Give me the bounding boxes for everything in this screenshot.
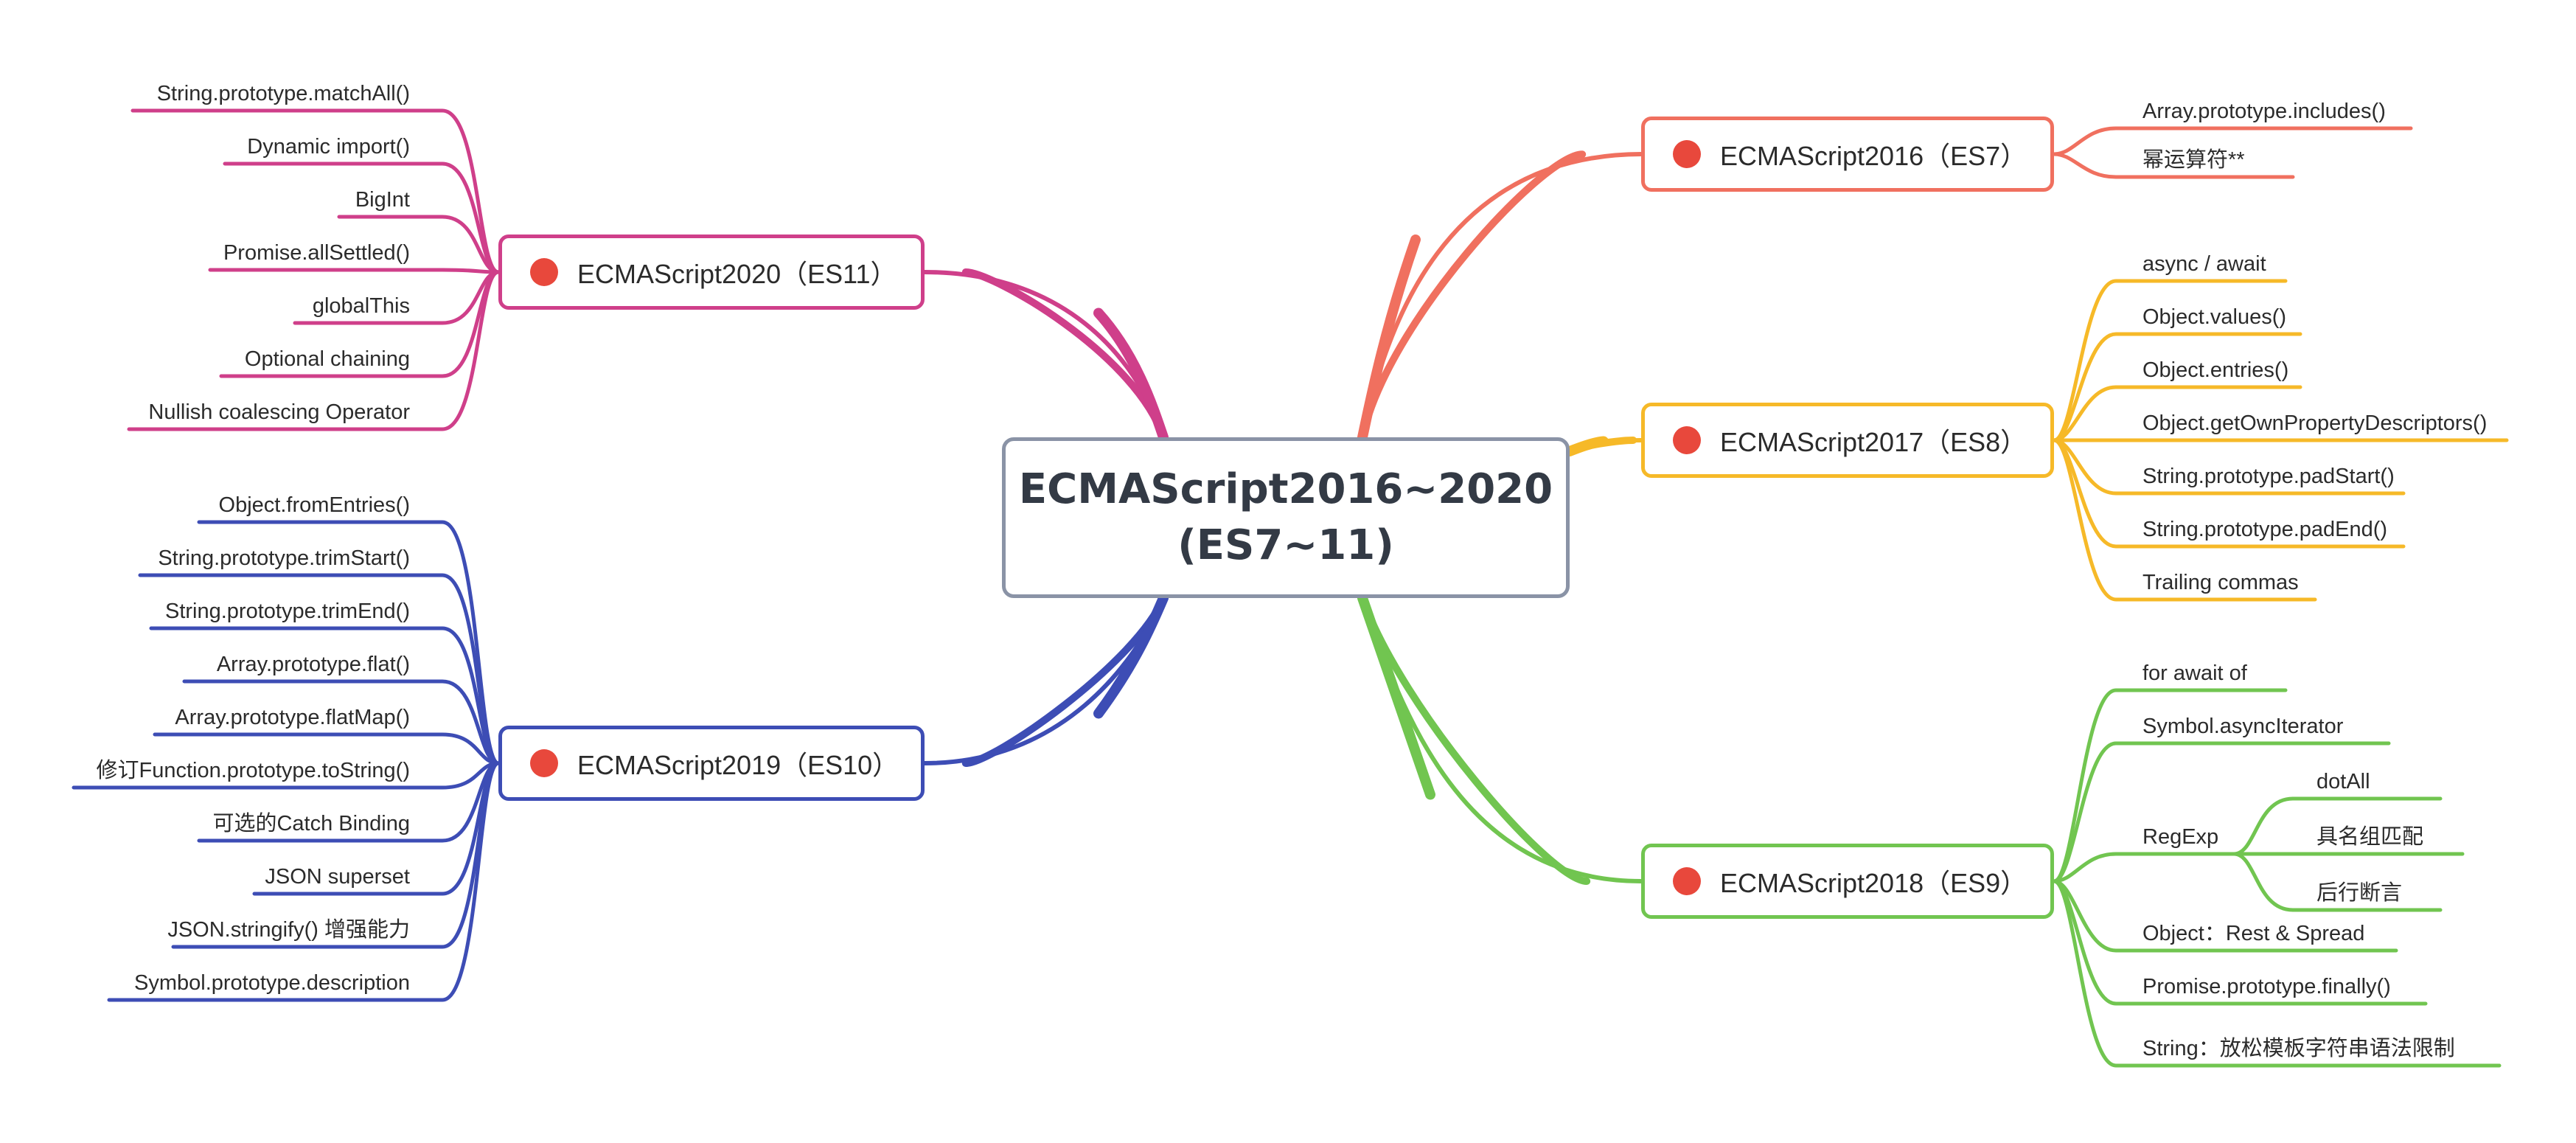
flag-icon xyxy=(504,240,558,286)
es10-leaf-line-2 xyxy=(149,626,501,765)
es9-leaf-5[interactable]: String：放松模板字符串语法限制 xyxy=(2142,1037,2455,1060)
branch-title: ECMAScript2016（ES7） xyxy=(1720,141,2027,171)
es10-leaf-8[interactable]: JSON.stringify() 增强能力 xyxy=(167,918,410,942)
branch-es11[interactable]: ECMAScript2020（ES11） xyxy=(498,234,925,310)
branch-title: ECMAScript2018（ES9） xyxy=(1720,868,2027,898)
es8-leaf-4[interactable]: String.prototype.padStart() xyxy=(2142,465,2395,488)
es7-leaf-line-1 xyxy=(2052,152,2295,179)
branch-title: ECMAScript2020（ES11） xyxy=(577,259,897,289)
es11-leaf-6[interactable]: Nullish coalescing Operator xyxy=(148,400,410,424)
es11-leaf-5[interactable]: Optional chaining xyxy=(244,347,410,371)
regexp-leaf-line-2 xyxy=(2232,852,2443,912)
branch-title: ECMAScript2019（ES10） xyxy=(577,750,899,780)
es11-leaf-line-2 xyxy=(337,215,501,274)
branch-es8[interactable]: ECMAScript2017（ES8） xyxy=(1641,403,2054,478)
es8-leaf-0[interactable]: async / await xyxy=(2142,252,2266,276)
es11-leaf-0[interactable]: String.prototype.matchAll() xyxy=(156,82,410,105)
es10-leaf-5[interactable]: 修订Function.prototype.toString() xyxy=(96,759,410,782)
es10-leaf-line-3 xyxy=(182,679,501,765)
es9-leaf-3[interactable]: Object：Rest & Spread xyxy=(2142,922,2365,945)
trunk-es9-thick xyxy=(1359,594,1591,885)
es9-leaf-line-2 xyxy=(2052,852,2236,883)
trunk-es8-thicker xyxy=(1564,436,1609,456)
trunk-es7 xyxy=(1360,152,1643,440)
regexp-leaf-line-0 xyxy=(2232,796,2443,856)
trunk-es7-thick xyxy=(1359,150,1587,441)
es7-leaf-0[interactable]: Array.prototype.includes() xyxy=(2142,100,2386,123)
es11-leaf-line-6 xyxy=(127,270,501,431)
flag-icon xyxy=(1647,122,1701,168)
trunk-es10 xyxy=(922,596,1166,765)
es9-leaf-line-1 xyxy=(2052,741,2391,883)
es11-leaf-2[interactable]: BigInt xyxy=(355,188,410,212)
es10-leaf-2[interactable]: String.prototype.trimEnd() xyxy=(164,600,410,623)
trunk-es7-thicker xyxy=(1357,234,1421,442)
es9-leaf-line-5 xyxy=(2052,879,2502,1068)
es10-leaf-4[interactable]: Array.prototype.flatMap() xyxy=(175,706,410,729)
es8-leaf-2[interactable]: Object.entries() xyxy=(2142,358,2289,382)
es11-leaf-4[interactable]: globalThis xyxy=(312,294,410,318)
es9-leaf-4[interactable]: Promise.prototype.finally() xyxy=(2142,975,2391,998)
es10-leaf-line-4 xyxy=(153,732,501,765)
es8-leaf-line-1 xyxy=(2052,332,2302,442)
es10-leaf-6[interactable]: 可选的Catch Binding xyxy=(212,812,410,835)
central-topic-line2: (ES7~11) xyxy=(1177,521,1394,569)
es8-leaf-line-6 xyxy=(2052,438,2317,602)
es9-leaf-0[interactable]: for await of xyxy=(2142,661,2247,685)
es10-leaf-3[interactable]: Array.prototype.flat() xyxy=(216,653,410,676)
es10-leaf-7[interactable]: JSON superset xyxy=(265,865,410,889)
flag-icon xyxy=(1647,409,1701,454)
es8-leaf-line-2 xyxy=(2052,385,2302,442)
trunk-es10-thicker xyxy=(1093,593,1169,719)
es11-leaf-1[interactable]: Dynamic import() xyxy=(247,135,410,159)
es11-leaf-line-1 xyxy=(223,161,501,274)
branch-title: ECMAScript2017（ES8） xyxy=(1720,427,2027,457)
es7-leaf-1[interactable]: 幂运算符** xyxy=(2142,148,2245,172)
es10-leaf-0[interactable]: Object.fromEntries() xyxy=(218,493,410,517)
branch-es9[interactable]: ECMAScript2018（ES9） xyxy=(1641,844,2054,919)
trunk-es9-thicker xyxy=(1357,593,1435,800)
es10-leaf-line-9 xyxy=(107,761,501,1002)
central-topic-line1: ECMAScript2016~2020 xyxy=(1018,465,1553,513)
flag-icon xyxy=(1647,850,1701,895)
es7-leaf-line-0 xyxy=(2052,126,2413,156)
es9-leaf-2[interactable]: RegExp xyxy=(2142,825,2219,849)
regexp-leaf-1[interactable]: 具名组匹配 xyxy=(2316,825,2424,849)
es8-leaf-5[interactable]: String.prototype.padEnd() xyxy=(2142,518,2388,541)
trunk-es10-thick xyxy=(961,594,1167,767)
regexp-leaf-0[interactable]: dotAll xyxy=(2316,770,2370,793)
central-topic[interactable]: ECMAScript2016~2020 (ES7~11) xyxy=(1002,437,1570,598)
trunk-es9 xyxy=(1360,596,1643,883)
regexp-leaf-2[interactable]: 后行断言 xyxy=(2316,881,2403,905)
es8-leaf-1[interactable]: Object.values() xyxy=(2142,305,2287,329)
es10-leaf-9[interactable]: Symbol.prototype.description xyxy=(134,971,410,995)
trunk-es11-thicker xyxy=(1093,308,1169,442)
branch-es10[interactable]: ECMAScript2019（ES10） xyxy=(498,726,925,801)
es8-leaf-3[interactable]: Object.getOwnPropertyDescriptors() xyxy=(2142,411,2488,435)
flag-icon xyxy=(504,732,558,777)
es11-leaf-3[interactable]: Promise.allSettled() xyxy=(223,241,410,265)
es11-leaf-line-3 xyxy=(208,268,501,274)
es10-leaf-1[interactable]: String.prototype.trimStart() xyxy=(158,546,410,570)
es8-leaf-6[interactable]: Trailing commas xyxy=(2142,571,2299,594)
branch-es7[interactable]: ECMAScript2016（ES7） xyxy=(1641,117,2054,192)
es9-leaf-1[interactable]: Symbol.asyncIterator xyxy=(2142,715,2344,738)
